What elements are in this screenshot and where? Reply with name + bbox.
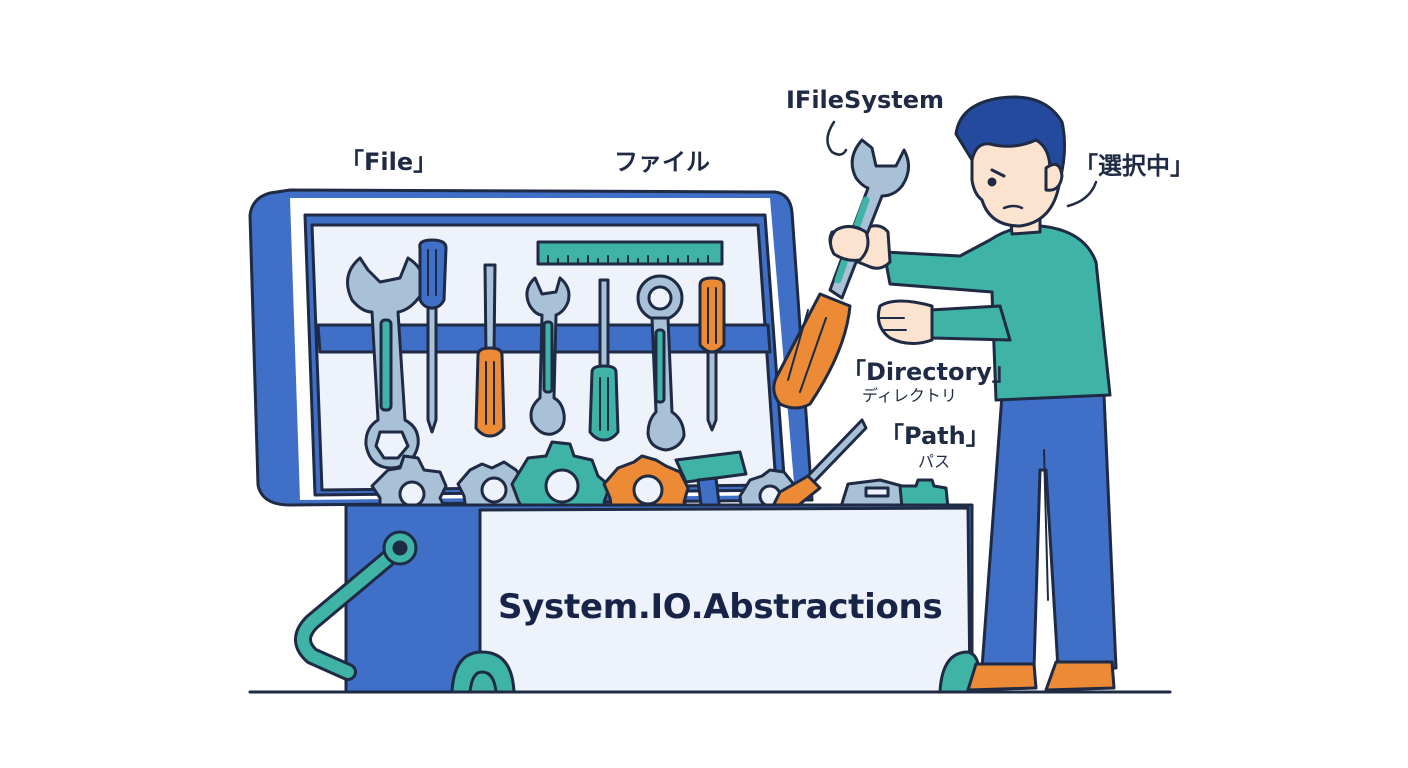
toolbox-handle xyxy=(294,530,418,681)
left-shoe xyxy=(966,662,1038,692)
toolbox-title: System.IO.Abstractions xyxy=(498,587,943,627)
wrench-icon xyxy=(525,276,571,436)
label-file-en: 「File」 xyxy=(340,148,438,176)
label-selected: 「選択中」 xyxy=(1074,152,1194,180)
gear-icon xyxy=(602,454,692,514)
label-file-ja: ファイル xyxy=(614,148,710,176)
screwdriver-icon xyxy=(418,238,448,434)
ifilesystem-callout xyxy=(826,120,848,156)
toolbox-body xyxy=(344,503,974,694)
label-ifilesystem: IFileSystem xyxy=(786,86,945,114)
held-screwdriver-icon xyxy=(772,292,852,410)
person-figure xyxy=(828,95,1118,692)
wrench-icon xyxy=(636,274,686,452)
gear-icon xyxy=(510,440,612,514)
wheel-icon xyxy=(450,650,516,694)
label-path-en: 「Path」 xyxy=(880,422,990,450)
screwdriver-icon xyxy=(698,276,726,432)
screwdriver-icon xyxy=(588,278,620,442)
gripping-hand xyxy=(829,225,870,262)
label-path-ja: パス xyxy=(918,452,951,471)
pliers-icon xyxy=(838,478,906,512)
right-shoe xyxy=(1044,660,1116,692)
gear-icon xyxy=(370,454,448,512)
screwdriver-icon xyxy=(474,263,506,438)
label-directory-ja: ディレクトリ xyxy=(862,386,957,405)
label-directory-en: 「Directory」 xyxy=(842,358,1016,386)
ruler xyxy=(536,240,724,266)
selected-callout xyxy=(1066,180,1098,208)
screwdriver-icon xyxy=(772,418,868,514)
wheel-icon xyxy=(938,650,980,694)
